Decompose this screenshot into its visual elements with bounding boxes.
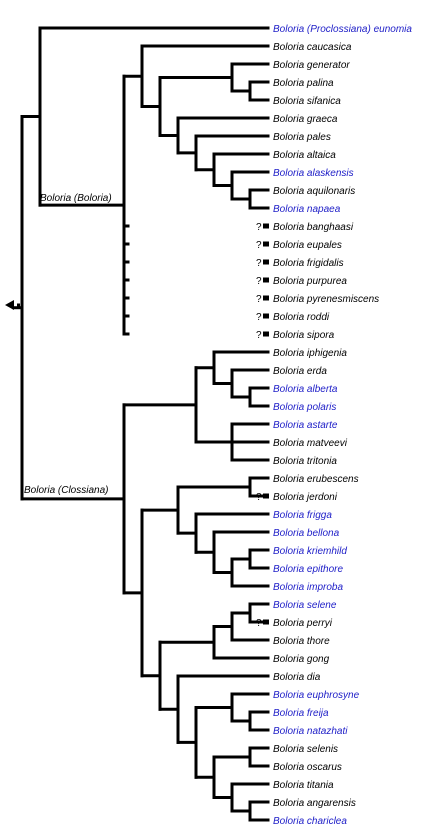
taxon-label-boloria-eupales: Boloria eupales: [273, 240, 342, 251]
uncertain-branch-stub: [263, 493, 269, 499]
taxon-label-boloria-euphrosyne[interactable]: Boloria euphrosyne: [273, 690, 360, 701]
taxon-label-boloria-palina: Boloria palina: [273, 78, 334, 89]
taxon-label-boloria-pyrenesmiscens: Boloria pyrenesmiscens: [273, 294, 379, 305]
taxon-label-boloria-dia: Boloria dia: [273, 672, 321, 683]
taxon-label-boloria-sipora: Boloria sipora: [273, 330, 335, 341]
taxon-label-boloria-altaica: Boloria altaica: [273, 150, 336, 161]
taxon-label-boloria-napaea[interactable]: Boloria napaea: [273, 204, 341, 215]
uncertain-placement-mark: ?: [256, 276, 262, 287]
root-arrow-icon[interactable]: [5, 300, 20, 310]
uncertain-placement-mark: ?: [256, 312, 262, 323]
uncertain-placement-mark: ?: [256, 258, 262, 269]
uncertain-branch-stub: [263, 259, 269, 265]
taxon-label-boloria-perryi: Boloria perryi: [273, 618, 333, 629]
taxon-label-boloria-sifanica: Boloria sifanica: [273, 96, 341, 107]
taxon-label-boloria-oscarus: Boloria oscarus: [273, 762, 342, 773]
taxon-label-boloria-pales: Boloria pales: [273, 132, 331, 143]
taxon-label-boloria-matveevi: Boloria matveevi: [273, 438, 348, 449]
uncertain-branch-stub: [263, 241, 269, 247]
taxon-label-boloria-jerdoni: Boloria jerdoni: [273, 492, 338, 503]
taxon-label-boloria-aquilonaris: Boloria aquilonaris: [273, 186, 355, 197]
taxon-label-boloria-titania: Boloria titania: [273, 780, 334, 791]
uncertain-placement-mark: ?: [256, 492, 262, 503]
taxon-label-boloria-banghaasi: Boloria banghaasi: [273, 222, 354, 233]
taxon-label-boloria-thore: Boloria thore: [273, 636, 330, 647]
taxon-label-boloria-erda: Boloria erda: [273, 366, 327, 377]
taxon-label-boloria-selene[interactable]: Boloria selene: [273, 600, 337, 611]
taxon-label-boloria-gong: Boloria gong: [273, 654, 330, 665]
uncertain-branch-stub: [263, 223, 269, 229]
uncertain-branch-stub: [263, 277, 269, 283]
taxon-label-boloria-frigidalis: Boloria frigidalis: [273, 258, 344, 269]
taxon-label-boloria-proclossiana-eunomia[interactable]: Boloria (Proclossiana) eunomia: [273, 24, 412, 35]
uncertain-placement-mark: ?: [256, 618, 262, 629]
uncertain-branch-stub: [263, 331, 269, 337]
taxon-label-boloria-iphigenia: Boloria iphigenia: [273, 348, 347, 359]
taxon-label-boloria-selenis: Boloria selenis: [273, 744, 338, 755]
taxon-label-boloria-erubescens: Boloria erubescens: [273, 474, 359, 485]
uncertain-branch-stub: [263, 619, 269, 625]
taxon-label-boloria-alberta[interactable]: Boloria alberta: [273, 384, 338, 395]
taxon-label-boloria-caucasica: Boloria caucasica: [273, 42, 352, 53]
taxon-label-boloria-improba[interactable]: Boloria improba: [273, 582, 343, 593]
uncertain-placement-mark: ?: [256, 240, 262, 251]
taxon-label-boloria-roddi: Boloria roddi: [273, 312, 330, 323]
taxon-label-boloria-bellona[interactable]: Boloria bellona: [273, 528, 340, 539]
taxon-label-boloria-astarte[interactable]: Boloria astarte: [273, 420, 338, 431]
taxon-label-boloria-chariclea[interactable]: Boloria chariclea: [273, 816, 347, 827]
taxon-label-boloria-kriemhild[interactable]: Boloria kriemhild: [273, 546, 347, 557]
clade-label-boloria: Boloria (Boloria): [40, 193, 112, 204]
taxon-label-boloria-freija[interactable]: Boloria freija: [273, 708, 329, 719]
taxon-label-boloria-purpurea: Boloria purpurea: [273, 276, 347, 287]
taxon-label-boloria-natazhati[interactable]: Boloria natazhati: [273, 726, 348, 737]
uncertain-branch-stub: [263, 295, 269, 301]
clade-label-clossiana: Boloria (Clossiana): [24, 485, 108, 496]
taxon-label-boloria-polaris[interactable]: Boloria polaris: [273, 402, 336, 413]
taxon-label-boloria-frigga[interactable]: Boloria frigga: [273, 510, 332, 521]
taxon-label-boloria-epithore[interactable]: Boloria epithore: [273, 564, 343, 575]
uncertain-placement-mark: ?: [256, 330, 262, 341]
taxon-label-boloria-generator: Boloria generator: [273, 60, 350, 71]
taxon-label-boloria-alaskensis[interactable]: Boloria alaskensis: [273, 168, 354, 179]
uncertain-branch-stub: [263, 313, 269, 319]
taxon-label-boloria-graeca: Boloria graeca: [273, 114, 338, 125]
taxon-label-boloria-angarensis: Boloria angarensis: [273, 798, 356, 809]
uncertain-placement-mark: ?: [256, 294, 262, 305]
uncertain-placement-mark: ?: [256, 222, 262, 233]
taxon-label-boloria-tritonia: Boloria tritonia: [273, 456, 337, 467]
tree-branches: [12, 26, 270, 822]
